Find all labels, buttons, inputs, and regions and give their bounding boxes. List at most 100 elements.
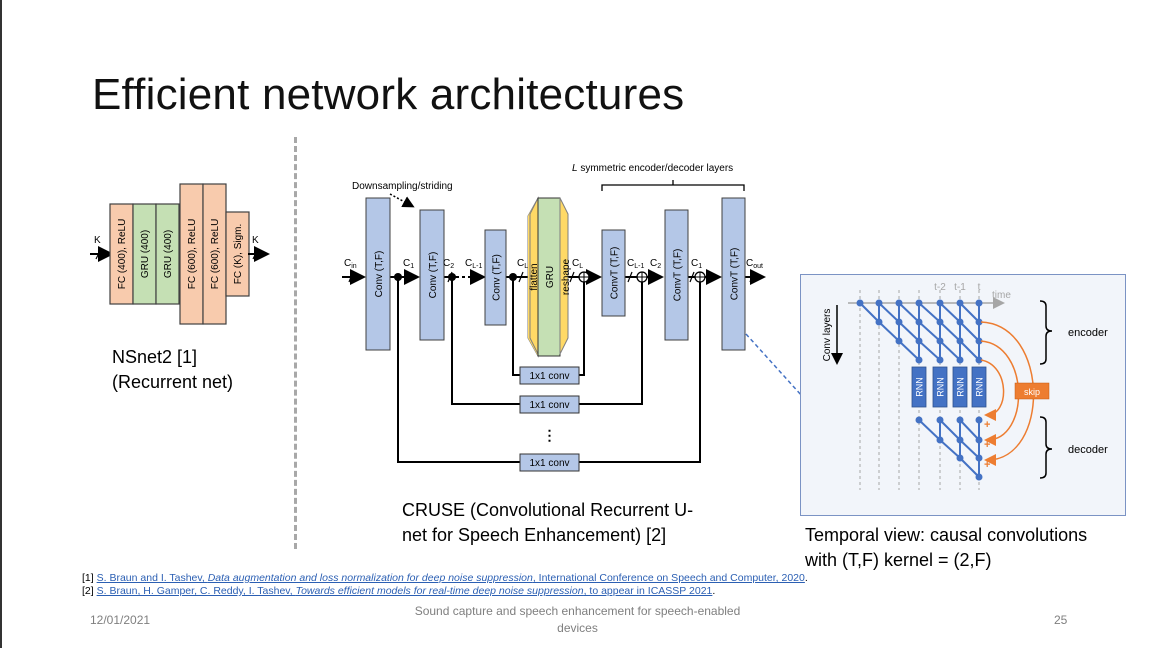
decoder-edge <box>939 439 961 459</box>
nsnet2-output-slash <box>252 248 259 260</box>
encoder-edge <box>918 321 941 342</box>
nsnet2-caption-line2: (Recurrent net) <box>112 372 234 392</box>
downsampling-arrow <box>389 193 415 208</box>
rnn-block <box>952 366 968 408</box>
encoder-node <box>915 337 923 345</box>
skip-conv-blocks: 1x1 conv 1x1 conv ⋮ 1x1 conv <box>519 366 580 472</box>
decoder-node <box>936 416 944 424</box>
skip-conv-ellipsis: ⋮ <box>543 427 557 443</box>
flatten-label: flatten <box>529 263 540 290</box>
encoder-edge <box>878 302 900 323</box>
reference-1-end: . <box>804 572 808 584</box>
channel-slashes <box>348 271 755 283</box>
label-cl1-dec: CL-1 <box>627 258 644 270</box>
nsnet2-input-slash <box>95 248 102 260</box>
decoder-node <box>936 436 944 444</box>
reshape-shape <box>559 197 569 355</box>
reference-2-end: . <box>712 585 716 597</box>
skip-plus-signs: + + + <box>984 419 990 471</box>
temporal-caption-line2: with (T,F) kernel = (2,F) <box>805 550 992 570</box>
encoder-edge <box>939 321 961 342</box>
encoder-edge <box>898 302 920 323</box>
rnn-block <box>971 366 987 408</box>
skip-line-1-return <box>578 282 701 463</box>
decoder-edge <box>918 419 941 441</box>
skip-arc-inner <box>980 359 1005 421</box>
skip-conv-3-label: 1x1 conv <box>529 458 569 469</box>
encoder-edge <box>939 302 961 323</box>
encoder-node <box>875 318 883 326</box>
junction-dots <box>394 273 517 281</box>
cruse-caption: CRUSE (Convolutional Recurrent U- net fo… <box>402 498 693 548</box>
encoder-edge <box>878 321 900 342</box>
footer-title-line2: devices <box>557 621 598 635</box>
rnn-block <box>911 366 927 408</box>
decoder-edge <box>959 457 980 478</box>
decoder-node <box>975 473 983 481</box>
decoder-edge <box>939 419 961 441</box>
encoder-node <box>856 299 864 307</box>
label-cout: Cout <box>746 258 763 270</box>
skip-line-2-return <box>578 282 643 405</box>
tick-t: t <box>978 282 981 293</box>
section-divider <box>294 137 297 549</box>
downsampling-label: Downsampling/striding <box>352 181 453 192</box>
channel-labels: Cin C1 C2 CL-1 CL CL CL-1 C2 C1 Cout <box>344 258 763 270</box>
encoder-node <box>936 318 944 326</box>
label-c-in: Cin <box>344 258 357 270</box>
encoder-node <box>975 318 983 326</box>
reference-2: [2] S. Braun, H. Gamper, C. Reddy, I. Ta… <box>82 585 808 598</box>
rnn-label: RNN <box>975 377 985 397</box>
label-c2-dec: C2 <box>650 258 661 270</box>
encoder-node <box>936 299 944 307</box>
rnn-label: RNN <box>956 377 966 397</box>
reference-1-link[interactable]: S. Braun and I. Tashev, Data augmentatio… <box>96 572 805 584</box>
nsnet2-caption-line1: NSnet2 [1] <box>112 347 198 367</box>
decoder-node <box>956 416 964 424</box>
footer-date: 12/01/2021 <box>90 613 151 627</box>
reference-2-link[interactable]: S. Braun, H. Gamper, C. Reddy, I. Tashev… <box>96 585 713 597</box>
decoder-convt-block-3 <box>721 197 746 351</box>
encoder-edge <box>939 340 961 361</box>
decoder-brace <box>1039 416 1053 479</box>
sum-node-crosses <box>579 272 705 282</box>
rnn-block <box>932 366 948 408</box>
cruse-caption-line1: CRUSE (Convolutional Recurrent U- <box>402 500 694 520</box>
decoder-convt-label: ConvT (T,F) <box>730 248 741 301</box>
references: [1] S. Braun and I. Tashev, Data augment… <box>82 572 808 598</box>
encoder-node <box>975 356 983 364</box>
encoder-node <box>895 318 903 326</box>
nsnet2-input-label: K <box>94 235 101 246</box>
decoder-convt-label: ConvT (T,F) <box>610 247 621 300</box>
encoder-node <box>956 356 964 364</box>
label-c1-dec: C1 <box>691 258 702 270</box>
reshape-label: reshape <box>561 258 572 295</box>
footer-title-line1: Sound capture and speech enhancement for… <box>414 604 741 618</box>
label-cl1: CL-1 <box>465 258 482 270</box>
decoder-convt-block-2 <box>664 209 689 341</box>
tick-t-2: t-2 <box>934 282 946 293</box>
symmetric-label: L symmetric encoder/decoder layers <box>572 163 733 174</box>
nsnet2-layer-label: FC (K), Sigm. <box>233 224 244 285</box>
decoder-edge <box>959 419 980 441</box>
temporal-caption: Temporal view: causal convolutions with … <box>805 523 1087 573</box>
decoder-convt-label: ConvT (T,F) <box>673 249 684 302</box>
decoder-convt-block-1 <box>601 229 626 317</box>
reference-1-number: [1] <box>82 572 94 584</box>
decoder-node <box>956 454 964 462</box>
encoder-edge <box>859 302 880 323</box>
encoder-node <box>975 299 983 307</box>
encoder-node <box>956 299 964 307</box>
encoder-conv-label: Conv (T,F) <box>492 254 503 301</box>
decoder-edge <box>959 439 980 459</box>
skip-connections <box>397 278 701 463</box>
symmetric-bracket <box>601 180 745 191</box>
skip-conv-1 <box>519 366 580 385</box>
encoder-conv-block-1 <box>365 197 391 351</box>
nsnet2-layer-label: GRU (400) <box>163 230 174 278</box>
nsnet2-layer-label: FC (600), ReLU <box>187 219 198 290</box>
decoder-node <box>975 436 983 444</box>
encoder-brace <box>1039 300 1053 365</box>
